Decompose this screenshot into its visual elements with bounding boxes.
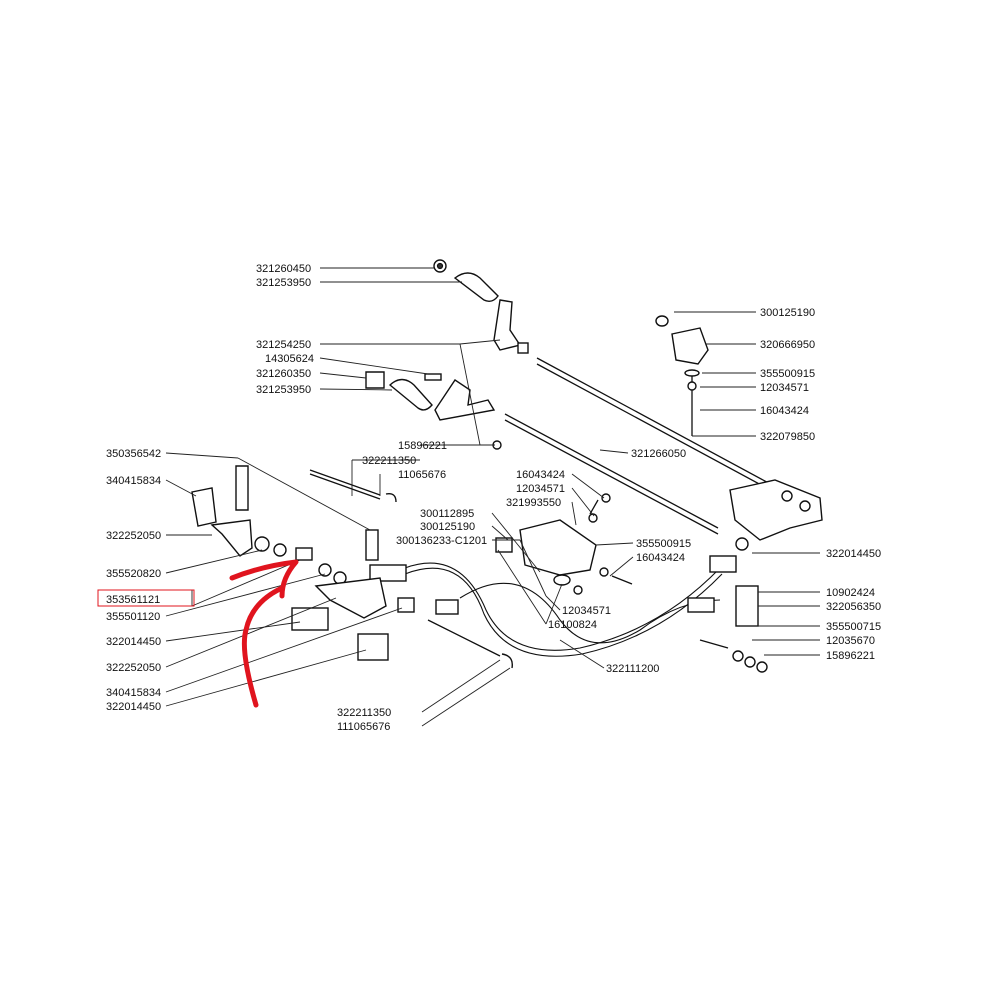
label-321260450: 321260450	[256, 263, 311, 275]
label-320666950: 320666950	[760, 339, 815, 351]
highlight-annotation	[97, 559, 299, 708]
label-350356542: 350356542	[106, 448, 161, 460]
label-300125190-right: 300125190	[760, 307, 815, 319]
label-16043424-lower: 16043424	[636, 552, 685, 564]
label-300125190-mid: 300125190	[420, 521, 475, 533]
label-340415834-bottom: 340415834	[106, 687, 161, 699]
label-322014450-right: 322014450	[826, 548, 881, 560]
label-11065676: 11065676	[398, 469, 446, 481]
middle-bracket-parts	[309, 469, 633, 595]
label-15896221-right: 15896221	[826, 650, 875, 662]
highlight-arrow	[241, 585, 285, 708]
label-355500915-right: 355500915	[760, 368, 815, 380]
label-355520820: 355520820	[106, 568, 161, 580]
label-16043424-right: 16043424	[760, 405, 809, 417]
upper-lever-assembly	[365, 259, 529, 450]
label-321253950-lower: 321253950	[256, 384, 311, 396]
label-322211350-bottom: 322211350	[337, 707, 391, 719]
label-322056350: 322056350	[826, 601, 881, 613]
leader-lines	[100, 267, 820, 727]
label-321260350: 321260350	[256, 368, 311, 380]
label-355501120: 355501120	[106, 611, 160, 623]
highlight-box	[97, 589, 195, 607]
part-labels: 321260450 321253950 321254250 14305624 3…	[106, 263, 881, 733]
left-lever-parts	[191, 465, 415, 661]
label-355500715: 355500715	[826, 621, 881, 633]
highlight-arrow-head	[229, 559, 299, 599]
label-300136233-c1201: 300136233-C1201	[396, 535, 487, 547]
label-322252050-bottom: 322252050	[106, 662, 161, 674]
label-16100824: 16100824	[548, 619, 597, 631]
label-321253950-upper: 321253950	[256, 277, 311, 289]
label-300112895: 300112895	[420, 508, 474, 520]
label-10902424: 10902424	[826, 587, 875, 599]
label-340415834-top: 340415834	[106, 475, 161, 487]
label-321266050: 321266050	[631, 448, 686, 460]
label-111065676: 111065676	[337, 721, 390, 733]
label-321254250: 321254250	[256, 339, 311, 351]
label-12035670: 12035670	[826, 635, 875, 647]
label-12034571-mid: 12034571	[516, 483, 565, 495]
shift-cables	[404, 555, 737, 669]
label-12034571-right: 12034571	[760, 382, 809, 394]
label-321993550: 321993550	[506, 497, 561, 509]
label-355500915-mid: 355500915	[636, 538, 691, 550]
label-322111200: 322111200	[606, 663, 659, 675]
label-15896221-mid: 15896221	[398, 440, 447, 452]
label-322079850: 322079850	[760, 431, 815, 443]
right-bracket-parts	[655, 315, 823, 673]
label-14305624: 14305624	[265, 353, 314, 365]
label-16043424-mid: 16043424	[516, 469, 565, 481]
label-12034571-lower: 12034571	[562, 605, 611, 617]
label-322252050-top: 322252050	[106, 530, 161, 542]
label-322211350-top: 322211350	[362, 455, 416, 467]
label-322014450-left-bottom: 322014450	[106, 701, 161, 713]
label-353561121: 353561121	[106, 594, 160, 606]
label-322014450-left-top: 322014450	[106, 636, 161, 648]
